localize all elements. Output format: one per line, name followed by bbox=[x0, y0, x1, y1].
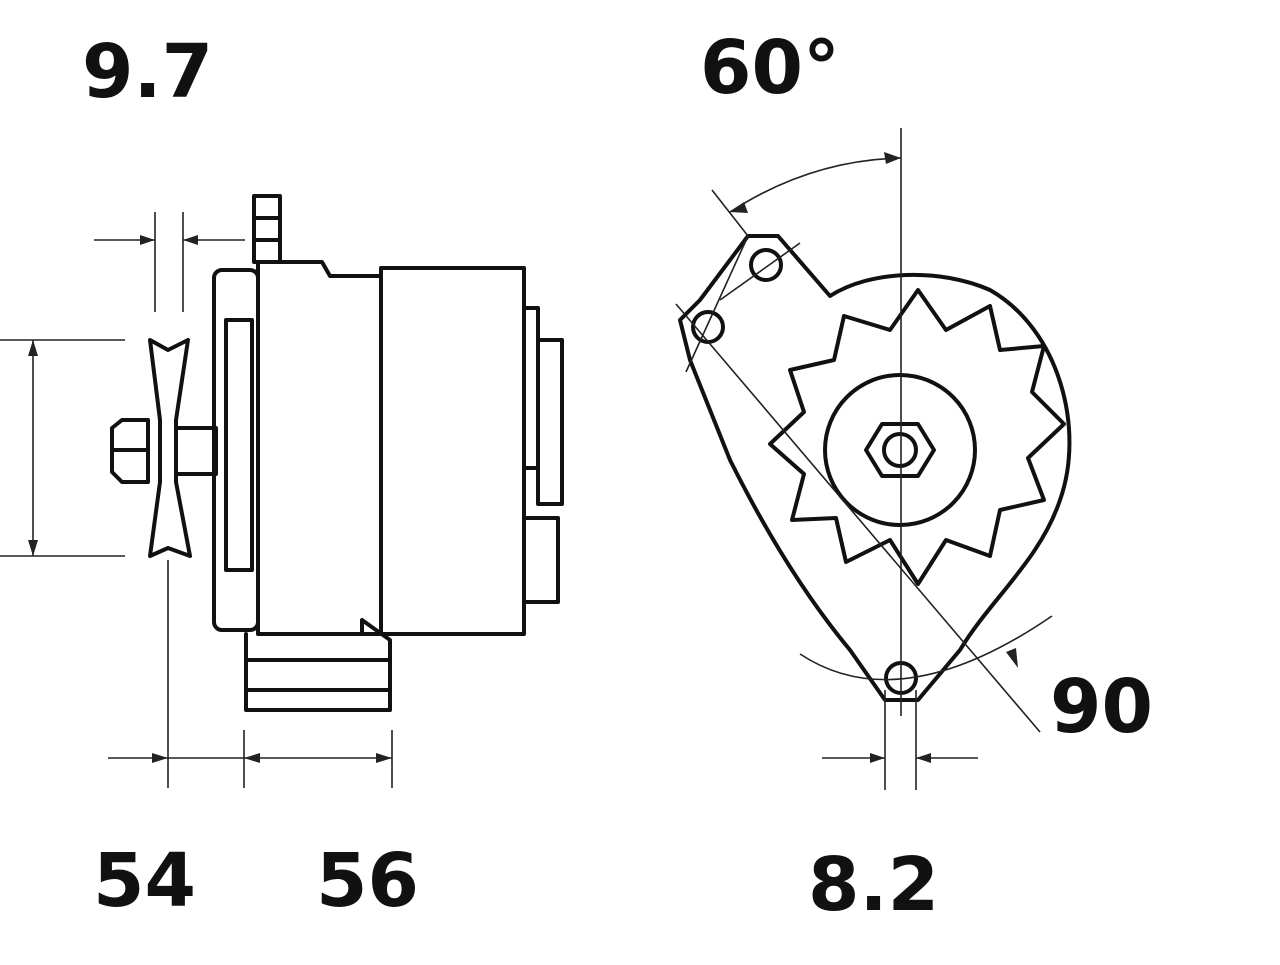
hub-nut-bore bbox=[882, 432, 918, 468]
dim-label-bottom-mid: 56 bbox=[316, 838, 419, 924]
pulley bbox=[148, 338, 192, 558]
dim-label-bottom-left: 54 bbox=[93, 838, 196, 924]
shaft bbox=[174, 426, 218, 476]
mounting-foot bbox=[244, 618, 392, 712]
pulley-nut bbox=[110, 418, 150, 484]
bracket-outline bbox=[678, 234, 1072, 702]
housing-body bbox=[379, 266, 526, 636]
stator-section bbox=[256, 260, 383, 636]
dim-label-bottom-right: 8.2 bbox=[808, 842, 939, 928]
rear-connector-top-outer bbox=[536, 338, 564, 506]
side-view bbox=[0, 194, 564, 788]
pulley-hub bbox=[823, 373, 977, 527]
front-flange-inner bbox=[224, 318, 254, 572]
rear-connector-top bbox=[522, 306, 540, 470]
top-terminal bbox=[252, 194, 282, 264]
dim-label-angle: 60° bbox=[700, 25, 840, 111]
front-view bbox=[675, 128, 1072, 790]
dim-label-top-left: 9.7 bbox=[82, 29, 213, 115]
mount-hole-top bbox=[749, 248, 783, 282]
dim-label-radius: 90 bbox=[1050, 664, 1153, 750]
rear-connector-bottom bbox=[522, 516, 560, 604]
mount-hole-left bbox=[691, 310, 725, 344]
hub-nut bbox=[864, 422, 936, 478]
fan-blades bbox=[768, 288, 1066, 586]
